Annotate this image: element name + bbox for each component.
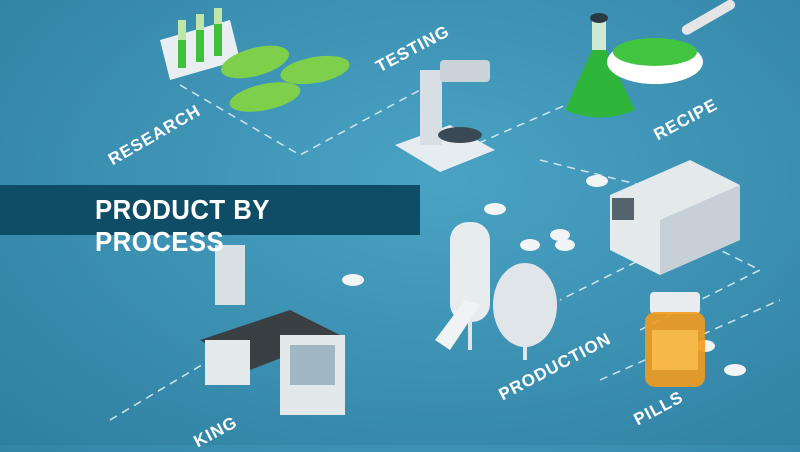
test-tube-rack-icon: [160, 8, 240, 80]
flask-mortar-icon: [565, 0, 736, 118]
pill-bottle-icon: [645, 292, 705, 387]
machine-cabinet-icon: [610, 160, 740, 275]
microscope-icon: [395, 60, 495, 172]
leaves-icon: [220, 45, 350, 112]
title-banner: PRODUCT BY PROCESS: [0, 185, 420, 257]
pills-icon: [342, 175, 746, 376]
packing-machine-icon: [200, 245, 345, 415]
production-tanks-icon: [435, 222, 557, 360]
banner-title: PRODUCT BY PROCESS: [95, 194, 270, 257]
